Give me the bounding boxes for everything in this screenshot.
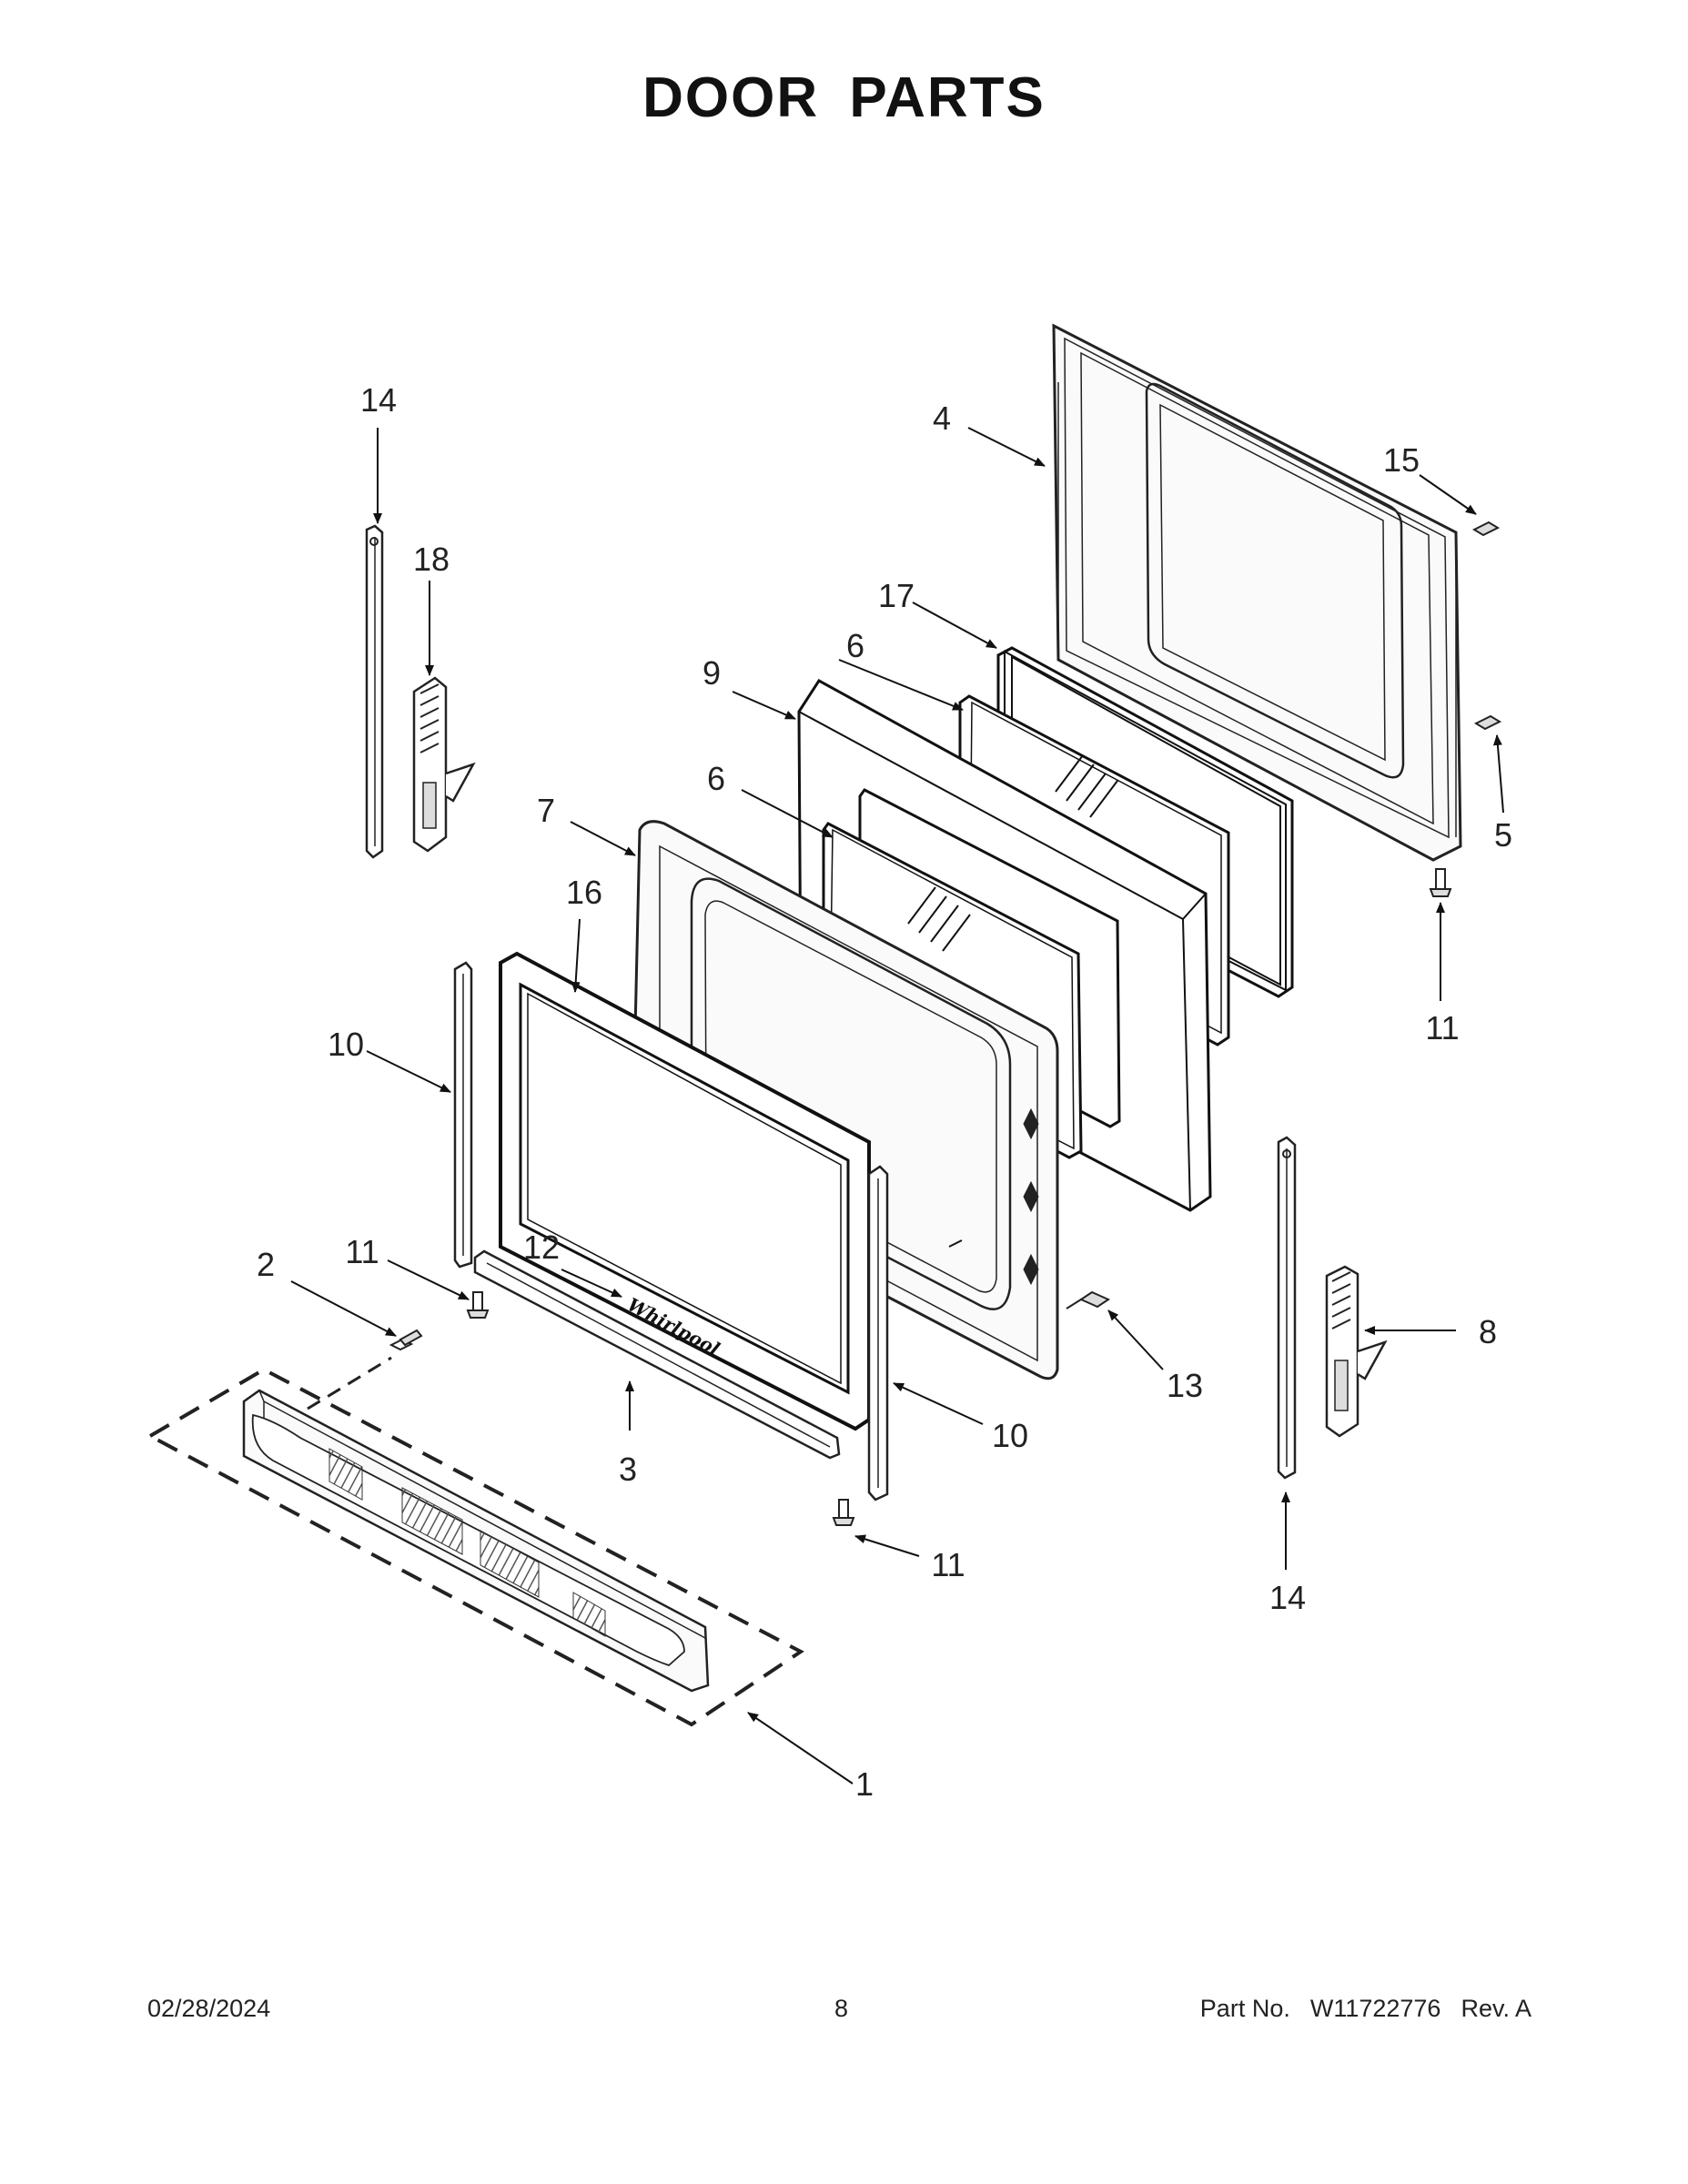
footer-date: 02/28/2024 bbox=[147, 1995, 271, 2022]
callout-11c: 11 bbox=[1425, 1009, 1459, 1046]
callout-1: 1 bbox=[855, 1765, 874, 1803]
callout-labels: 1 2 3 4 5 6 6 7 8 9 10 10 11 11 11 11 12… bbox=[257, 381, 1512, 1803]
callout-11b: 11 bbox=[931, 1546, 965, 1583]
part-label: Part No. bbox=[1199, 1995, 1290, 2022]
page-title: DOOR PARTS bbox=[642, 66, 1046, 129]
screw-2 bbox=[389, 1329, 423, 1351]
footer-page-number: 8 bbox=[834, 1995, 849, 2022]
callout-2: 2 bbox=[257, 1246, 275, 1283]
callout-7: 7 bbox=[537, 792, 555, 829]
left-hinge-receiver bbox=[365, 524, 384, 859]
callout-16: 16 bbox=[566, 874, 602, 911]
leader-lines bbox=[290, 427, 1504, 1785]
callout-11a: 11 bbox=[345, 1233, 379, 1270]
callout-14b: 14 bbox=[1269, 1579, 1306, 1616]
callout-4: 4 bbox=[933, 399, 951, 437]
right-hinge-receiver bbox=[1277, 1136, 1297, 1480]
callout-14a: 14 bbox=[360, 381, 397, 419]
callout-5: 5 bbox=[1494, 816, 1512, 854]
callout-3: 3 bbox=[619, 1451, 637, 1488]
right-side-trim bbox=[867, 1165, 889, 1502]
callout-15: 15 bbox=[1383, 441, 1420, 479]
callout-13: 13 bbox=[1167, 1367, 1203, 1404]
revision: Rev. A bbox=[1461, 1995, 1531, 2022]
callout-8: 8 bbox=[1479, 1313, 1497, 1350]
right-hinge bbox=[1325, 1265, 1388, 1438]
left-side-trim bbox=[453, 961, 473, 1269]
callout-17: 17 bbox=[878, 577, 915, 614]
callout-10a: 10 bbox=[328, 1026, 364, 1063]
callout-6b: 6 bbox=[707, 760, 725, 797]
footer-part-number: Part No. W11722776 Rev. A bbox=[1200, 1995, 1531, 2023]
callout-18: 18 bbox=[413, 541, 450, 578]
screw-group bbox=[389, 521, 1502, 1526]
screw-11b bbox=[832, 1499, 855, 1526]
screw-11c bbox=[1429, 868, 1452, 897]
screw-15 bbox=[1471, 521, 1501, 537]
left-hinge bbox=[412, 676, 476, 853]
inner-door-panel bbox=[1052, 323, 1462, 862]
bottom-door-trim bbox=[473, 1249, 841, 1460]
screw-13 bbox=[1066, 1290, 1111, 1309]
part-number: W11722776 bbox=[1309, 1995, 1441, 2022]
screw-11a bbox=[466, 1291, 490, 1319]
screw-5 bbox=[1473, 714, 1502, 731]
door-handle bbox=[146, 1356, 804, 1727]
callout-12: 12 bbox=[523, 1228, 560, 1266]
callout-6a: 6 bbox=[846, 627, 864, 664]
callout-10b: 10 bbox=[992, 1417, 1028, 1454]
callout-9: 9 bbox=[702, 654, 721, 692]
